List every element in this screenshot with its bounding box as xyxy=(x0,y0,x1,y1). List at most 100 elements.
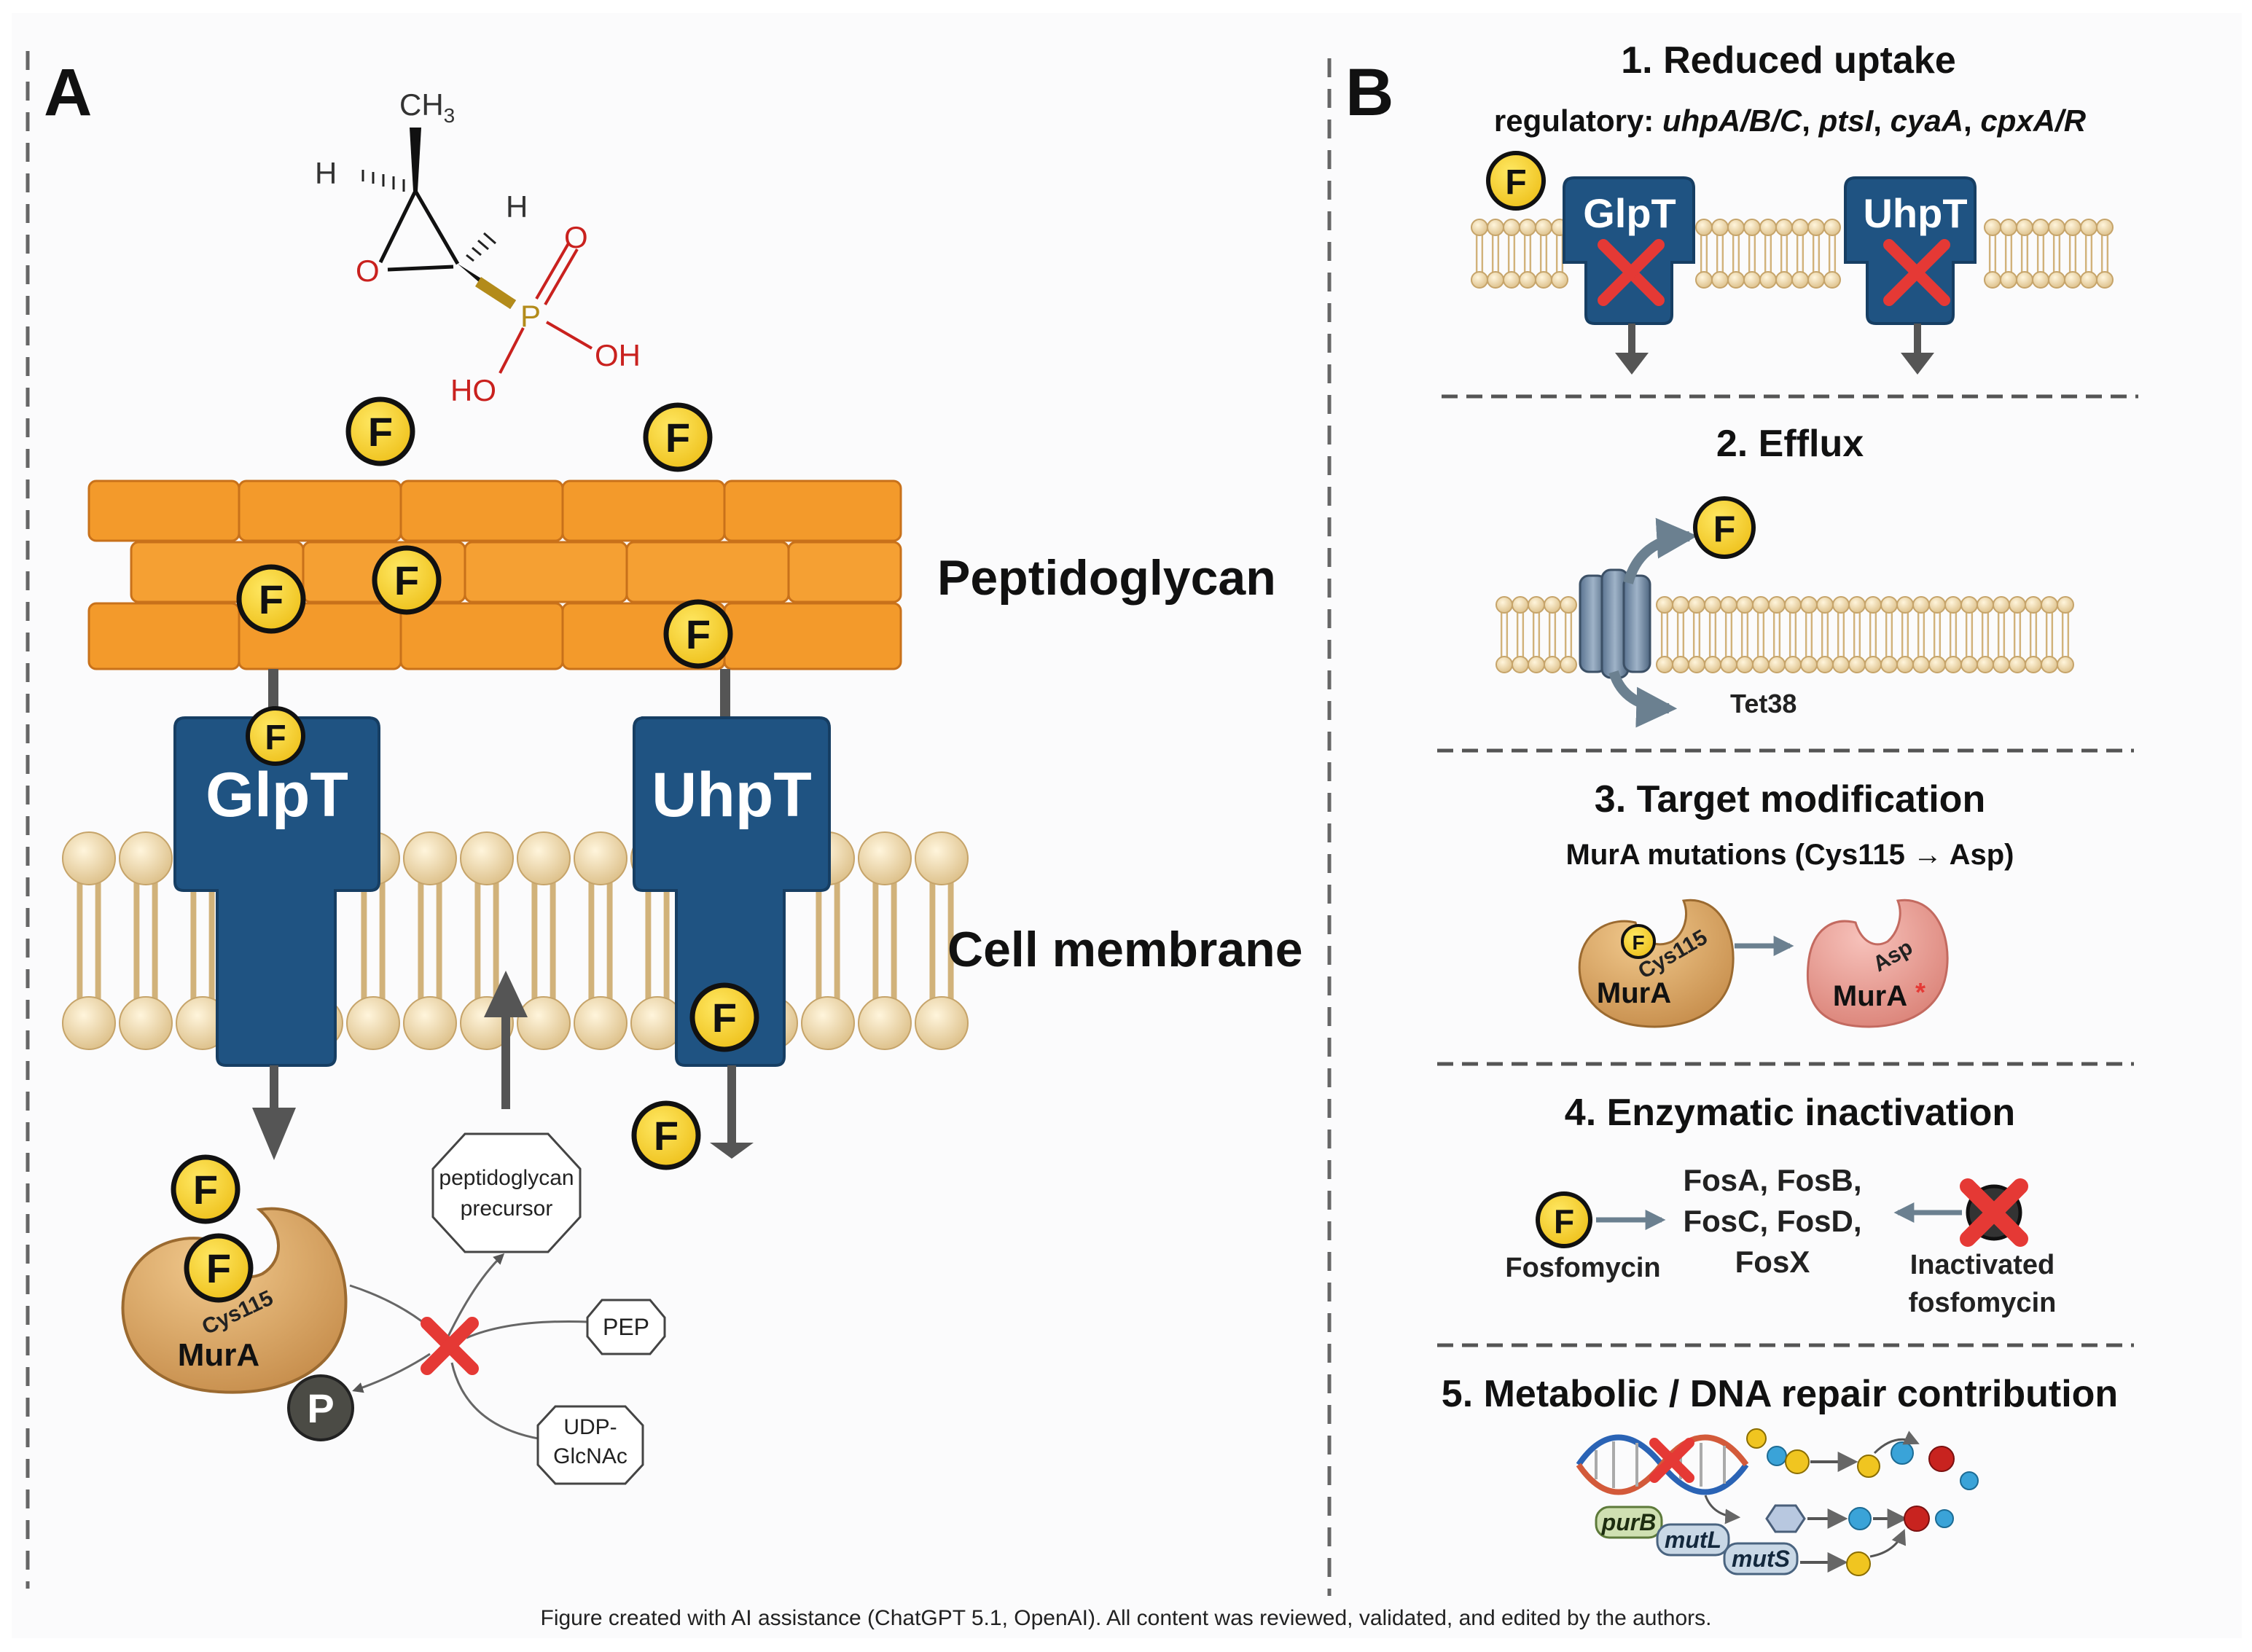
s5-title: 5. Metabolic / DNA repair contribution xyxy=(1442,1373,2118,1415)
lipid-head xyxy=(1656,596,1673,614)
brick xyxy=(87,479,241,542)
fosfomycin-molecule: CH3 H H O P O OH HO xyxy=(315,87,641,407)
lipid-head xyxy=(2000,271,2017,289)
fosfomycin-token: F xyxy=(372,545,442,615)
lipid-head xyxy=(1816,596,1834,614)
lipid-head xyxy=(517,831,571,885)
lipid-head xyxy=(1560,656,1577,673)
lipid-head xyxy=(1743,219,1761,236)
lipid-head xyxy=(1727,219,1745,236)
ring-bond-cc xyxy=(413,189,460,265)
tet38-label: Tet38 xyxy=(1730,689,1796,719)
svg-text:F: F xyxy=(686,611,711,657)
s1-glpt-label: GlpT xyxy=(1583,190,1676,236)
lipid-head xyxy=(1984,219,2001,236)
lipid-head xyxy=(1864,656,1882,673)
lipid-head xyxy=(1688,596,1705,614)
precursor-line1: peptidoglycan xyxy=(439,1166,574,1190)
lipid-head xyxy=(1800,656,1818,673)
lipid-head xyxy=(403,996,457,1050)
lipid-head xyxy=(2080,219,2097,236)
lipid-head xyxy=(2057,656,2074,673)
lipid-head xyxy=(1695,271,1713,289)
s1-glpt-down-arrow xyxy=(1615,324,1649,375)
panel-b-label: B xyxy=(1345,55,1393,130)
p-o-double-a xyxy=(535,242,570,300)
lipid-head xyxy=(1487,219,1504,236)
s2-membrane-bilayer xyxy=(1496,596,2074,673)
lipid-head xyxy=(2048,219,2065,236)
s1-glpt-transporter: GlpT xyxy=(1563,176,1695,325)
lipid-head xyxy=(1816,656,1834,673)
lipid-head xyxy=(1791,271,1809,289)
lipid-head xyxy=(2032,271,2049,289)
glpt-transporter: GlpT xyxy=(173,716,380,1067)
glpt-label: GlpT xyxy=(206,760,348,830)
s4-fosfomycin-token: F xyxy=(1536,1191,1592,1248)
lipid-head xyxy=(2009,596,2026,614)
lipid-head xyxy=(1528,656,1545,673)
lipid-head xyxy=(915,996,969,1050)
lipid-head xyxy=(574,996,627,1050)
lipid-head xyxy=(1775,219,1793,236)
lipid-head xyxy=(1544,596,1561,614)
s3-wildtype-mura: F Cys115 MurA xyxy=(1578,899,1735,1028)
s4-inactivated-token xyxy=(1960,1178,2028,1247)
lipid-head xyxy=(2064,219,2081,236)
precursor-line2: precursor xyxy=(461,1197,553,1221)
lipid-head xyxy=(1551,271,1568,289)
lipid-head xyxy=(1471,271,1488,289)
lipid-head xyxy=(1496,596,1513,614)
s1-title: 1. Reduced uptake xyxy=(1621,39,1955,82)
lipid-head xyxy=(1704,596,1721,614)
fosfomycin-token: F xyxy=(631,1100,701,1170)
lipid-head xyxy=(1487,271,1504,289)
brick xyxy=(464,541,628,603)
lipid-head xyxy=(1823,271,1841,289)
s1-uhpt-label: UhpT xyxy=(1863,190,1967,236)
lipid-head xyxy=(1512,656,1529,673)
lipid-head xyxy=(2016,219,2033,236)
lipid-head xyxy=(403,831,457,885)
brick xyxy=(787,541,902,603)
brick xyxy=(238,479,402,542)
svg-text:F: F xyxy=(712,995,737,1041)
p-ho-bond xyxy=(499,327,525,374)
lipid-head xyxy=(1880,656,1898,673)
cell-membrane-label: Cell membrane xyxy=(947,922,1303,977)
s4-enzymes-line3: FosX xyxy=(1735,1245,1810,1279)
lipid-head xyxy=(2096,271,2114,289)
s3-bound-f: F xyxy=(1632,931,1644,954)
h-left-label: H xyxy=(315,156,337,190)
lipid-head xyxy=(1800,596,1818,614)
svg-text:F: F xyxy=(394,557,419,603)
reaction-block-cross xyxy=(421,1317,479,1375)
s3-mutation-star: * xyxy=(1915,977,1925,1007)
lipid-head xyxy=(2048,271,2065,289)
p-oh-bond xyxy=(545,321,593,350)
lipid-head xyxy=(346,996,400,1050)
lipid-head xyxy=(1704,656,1721,673)
lipid-head xyxy=(1984,271,2001,289)
lipid-head xyxy=(1503,271,1520,289)
precursor-up-arrow xyxy=(484,971,528,1109)
glpt-down-arrow xyxy=(252,1065,296,1160)
lipid-head xyxy=(1720,596,1737,614)
tet38-efflux-pump xyxy=(1579,568,1651,679)
lipid-head xyxy=(1944,656,1962,673)
lipid-head xyxy=(2080,271,2097,289)
lipid-head xyxy=(1823,219,1841,236)
reaction-arrow-precursor xyxy=(445,1253,505,1342)
lipid-head xyxy=(2000,219,2017,236)
lipid-head xyxy=(1784,656,1802,673)
lipid-head xyxy=(1727,271,1745,289)
purb-label: purB xyxy=(1601,1509,1657,1535)
svg-text:F: F xyxy=(265,719,286,757)
lipid-head xyxy=(2064,271,2081,289)
s3-mura-label: MurA xyxy=(1597,977,1671,1009)
s1-uhpt-block-cross xyxy=(1883,239,1950,306)
lipid-head xyxy=(2057,596,2074,614)
lipid-head xyxy=(460,831,514,885)
lipid-head xyxy=(1752,656,1770,673)
brick xyxy=(399,602,564,670)
